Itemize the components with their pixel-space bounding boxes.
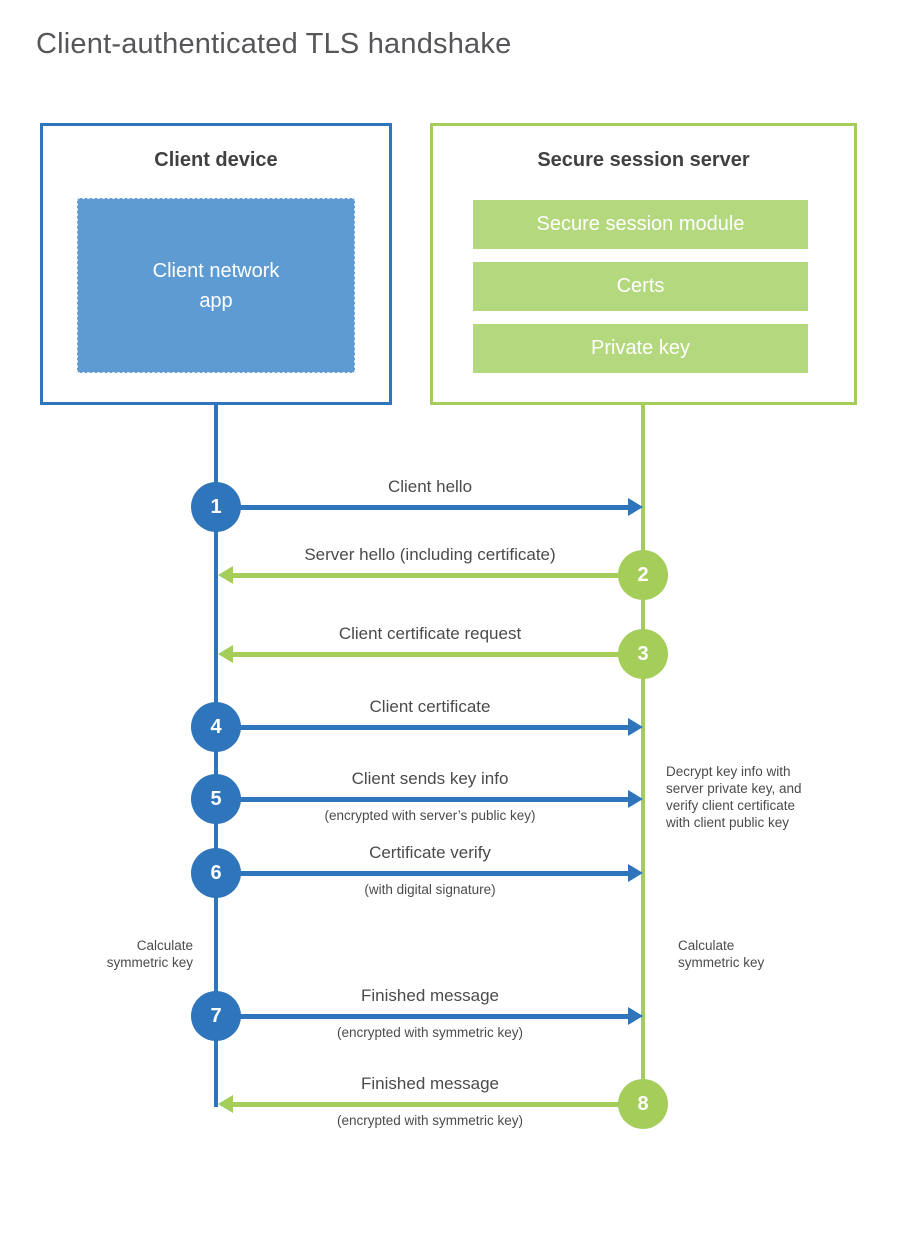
step-4-arrowhead-icon: [628, 718, 643, 736]
secure-session-server-box: Secure session server Secure session mod…: [430, 123, 857, 405]
step-8-sublabel: (encrypted with symmetric key): [336, 1113, 524, 1128]
step-8-number-badge: 8: [618, 1079, 668, 1129]
step-4-label: Client certificate: [369, 697, 491, 716]
server-lifeline: [641, 405, 645, 1104]
step-1-arrow-line: [216, 505, 631, 510]
step-5-label: Client sends key info: [351, 769, 509, 788]
step-7-label: Finished message: [361, 986, 499, 1005]
step-4-arrow-line: [216, 725, 631, 730]
step-5-arrow-line: [216, 797, 631, 802]
server-bar-secure-session-module: Secure session module: [473, 200, 808, 249]
step-7-number-badge: 7: [191, 991, 241, 1041]
client-device-box: Client device Client network app: [40, 123, 392, 405]
client-lifeline: [214, 405, 218, 1107]
note-calculate-symmetric-key-server: Calculate symmetric key: [678, 938, 765, 970]
step-8-arrow-line: [228, 1102, 643, 1107]
step-5-arrowhead-icon: [628, 790, 643, 808]
step-7-arrowhead-icon: [628, 1007, 643, 1025]
step-3-number-badge: 3: [618, 629, 668, 679]
step-6-arrow-line: [216, 871, 631, 876]
step-1-arrowhead-icon: [628, 498, 643, 516]
step-3-arrow-line: [228, 652, 643, 657]
step-7-arrow-line: [216, 1014, 631, 1019]
note-calculate-symmetric-key-client: Calculate symmetric key: [106, 938, 193, 970]
step-4-number-badge: 4: [191, 702, 241, 752]
step-6-label: Certificate verify: [369, 843, 491, 862]
step-2-arrowhead-icon: [218, 566, 233, 584]
step-2-arrow-line: [228, 573, 643, 578]
step-6-number-badge: 6: [191, 848, 241, 898]
server-bar-private-key: Private key: [473, 324, 808, 373]
step-8-arrowhead-icon: [218, 1095, 233, 1113]
step-3-arrowhead-icon: [218, 645, 233, 663]
step-1-label: Client hello: [387, 477, 473, 496]
step-8-label: Finished message: [361, 1074, 499, 1093]
client-network-app-box: Client network app: [77, 198, 355, 373]
step-2-label: Server hello (including certificate): [304, 545, 556, 564]
note-decrypt-key-info: Decrypt key info with server private key…: [666, 764, 802, 830]
step-7-sublabel: (encrypted with symmetric key): [336, 1025, 524, 1040]
client-device-title: Client device: [154, 149, 278, 171]
step-6-sublabel: (with digital signature): [364, 882, 496, 897]
step-3-label: Client certificate request: [338, 624, 522, 643]
step-2-number-badge: 2: [618, 550, 668, 600]
step-6-arrowhead-icon: [628, 864, 643, 882]
step-1-number-badge: 1: [191, 482, 241, 532]
page-title: Client-authenticated TLS handshake: [36, 28, 512, 60]
server-bar-certs: Certs: [473, 262, 808, 311]
step-5-sublabel: (encrypted with server’s public key): [324, 808, 536, 823]
client-network-app-label: Client network app: [152, 259, 280, 312]
secure-session-server-title: Secure session server: [537, 149, 750, 171]
step-5-number-badge: 5: [191, 774, 241, 824]
